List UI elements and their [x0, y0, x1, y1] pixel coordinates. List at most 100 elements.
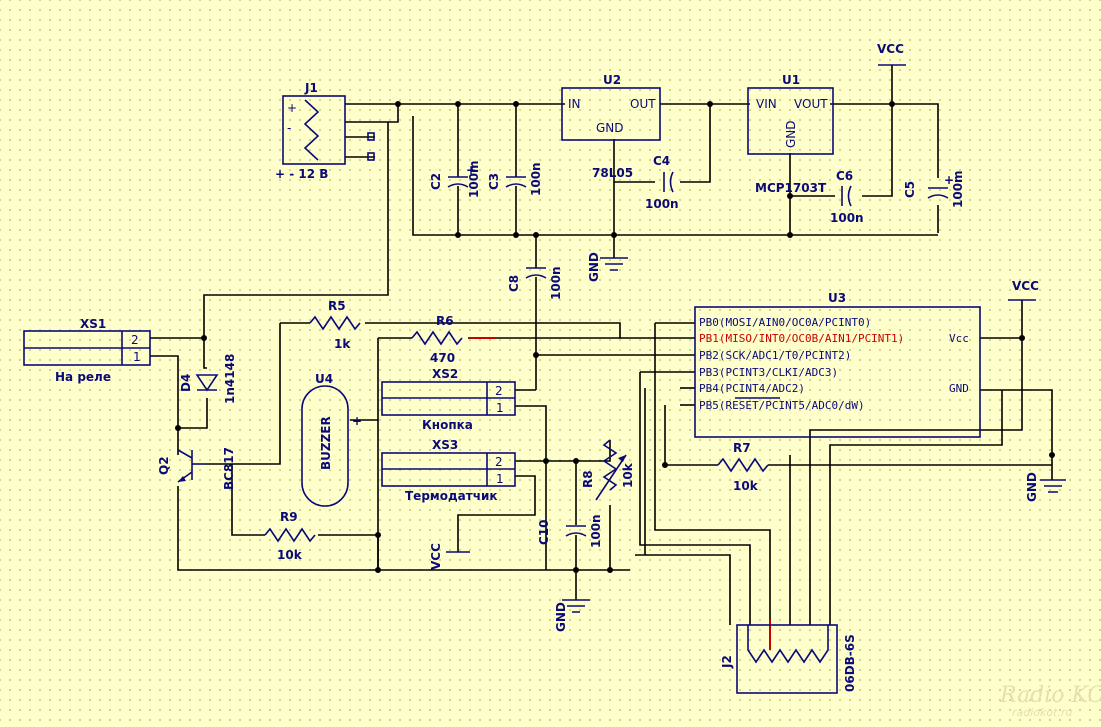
regulator-u1: U1 VIN VOUT GND MCP1703T: [747, 73, 834, 195]
r9-value: 10k: [277, 548, 303, 562]
svg-text:-: -: [287, 121, 291, 135]
xs1-pin2: 2: [131, 333, 139, 347]
u1-gnd-pin: GND: [784, 120, 798, 148]
c3-ref: C3: [487, 173, 501, 190]
u1-vin-pin: VIN: [756, 97, 777, 111]
d4-ref: D4: [179, 374, 193, 392]
gnd-label-center: GND: [587, 252, 601, 282]
c4-value: 100n: [645, 197, 679, 211]
svg-text:+: +: [466, 163, 476, 177]
c5-value: 100m: [951, 170, 965, 208]
u3-pin-pb1: PB1(MISO/INT0/OC0B/AIN1/PCINT1): [699, 332, 904, 345]
u3-gnd-pin: GND: [949, 382, 969, 395]
mcu-u3: U3 PB0(MOSI/AIN0/OC0A/PCINT0) PB1(MISO/I…: [694, 291, 981, 438]
c4-ref: C4: [653, 154, 670, 168]
xs3-pin1: 1: [496, 472, 504, 486]
c6-value: 100n: [830, 211, 864, 225]
r5-value: 1k: [334, 337, 351, 351]
xs2-pin2: 2: [495, 384, 503, 398]
u1-ref: U1: [782, 73, 800, 87]
capacitor-c4: C4 100n: [645, 154, 679, 211]
resistor-r7: R7 10k: [717, 441, 769, 493]
c3-value: 100n: [529, 162, 543, 196]
vcc-label-right: VCC: [1012, 279, 1039, 293]
xs2-label: Кнопка: [422, 418, 473, 432]
u2-gnd-pin: GND: [596, 121, 624, 135]
j2-ref: J2: [720, 655, 734, 669]
q2-ref: Q2: [157, 456, 171, 475]
connector-j1: + - J1 + - 12 В: [275, 81, 375, 181]
vcc-label-top: VCC: [877, 42, 904, 56]
u3-pin-pb3: PB3(PCINT3/CLKI/ADC3): [699, 366, 838, 379]
resistor-r9: R9 10k: [264, 510, 316, 562]
u3-vcc-pin: Vcc: [949, 332, 969, 345]
u3-pin-pb5: PB5(RESET/PCINT5/ADC0/dW): [699, 399, 865, 412]
capacitor-c2: + C2 100m: [429, 160, 481, 198]
svg-text:+: +: [944, 173, 954, 187]
c5-ref: C5: [903, 181, 917, 198]
watermark-title: Radio KOT: [999, 683, 1101, 708]
r7-value: 10k: [733, 479, 759, 493]
u2-out-pin: OUT: [630, 97, 656, 111]
xs1-pin1: 1: [133, 350, 141, 364]
vcc-label-bottom: VCC: [429, 543, 443, 570]
u1-vout-pin: VOUT: [794, 97, 828, 111]
resistor-r6: R6 470: [411, 314, 463, 365]
c6-ref: C6: [836, 169, 853, 183]
connector-xs1: XS1 2 1 На реле: [23, 317, 151, 384]
c2-ref: C2: [429, 173, 443, 190]
watermark-logo: Radio KOT radiokot.ru: [999, 683, 1101, 719]
u2-in-pin: IN: [568, 97, 581, 111]
r8-ref: R8: [581, 470, 595, 488]
regulator-u2: U2 IN OUT GND 78L05: [561, 73, 661, 180]
d4-value: 1n4148: [223, 354, 237, 404]
u4-plus: +: [352, 414, 362, 428]
c8-ref: C8: [507, 275, 521, 292]
u3-pin-pb2: PB2(SCK/ADC1/T0/PCINT2): [699, 349, 851, 362]
transistor-q2: Q2 BC817: [157, 447, 236, 490]
q2-value: BC817: [222, 447, 236, 490]
r9-ref: R9: [280, 510, 298, 524]
xs3-label: Термодатчик: [405, 489, 498, 503]
xs2-ref: XS2: [432, 367, 458, 381]
capacitor-c8: C8 100n: [507, 266, 563, 300]
u4-label: BUZZER: [319, 416, 333, 470]
connector-xs3: XS3 2 1 Термодатчик: [381, 438, 516, 503]
u3-pin-pb0: PB0(MOSI/AIN0/OC0A/PCINT0): [699, 316, 871, 329]
svg-text:+: +: [287, 101, 297, 115]
junctions: [175, 101, 1055, 573]
buzzer-u4: U4 BUZZER +: [301, 372, 362, 507]
connector-j2: J2 06DB-6S: [720, 624, 857, 694]
xs2-pin1: 1: [496, 401, 504, 415]
xs1-ref: XS1: [80, 317, 106, 331]
c10-ref: C10: [537, 519, 551, 545]
c8-value: 100n: [549, 266, 563, 300]
j1-pins-label: + - 12 В: [275, 167, 328, 181]
diode-d4: D4 1n4148: [179, 354, 237, 404]
u1-part: MCP1703T: [755, 181, 827, 195]
resistor-r8: R8 10k: [581, 439, 635, 501]
u2-ref: U2: [603, 73, 621, 87]
power-symbols: VCC VCC VCC GND GND GND: [429, 42, 1066, 632]
gnd-label-right: GND: [1025, 472, 1039, 502]
capacitor-c6: C6 100n: [830, 169, 864, 225]
gnd-label-bottom: GND: [554, 602, 568, 632]
connector-xs2: XS2 2 1 Кнопка: [381, 367, 516, 432]
r8-value: 10k: [621, 462, 635, 488]
j1-ref: J1: [304, 81, 318, 95]
capacitor-c3: C3 100n: [487, 162, 543, 196]
r6-value: 470: [430, 351, 455, 365]
c2-value: 100m: [467, 160, 481, 198]
r7-ref: R7: [733, 441, 751, 455]
c10-value: 100n: [589, 514, 603, 548]
j2-part: 06DB-6S: [843, 634, 857, 692]
resistor-r5: R5 1k: [309, 299, 361, 351]
xs1-label: На реле: [55, 370, 111, 384]
capacitor-c5: + C5 100m: [903, 170, 965, 208]
u3-pin-pb4: PB4(PCINT4/ADC2): [699, 382, 805, 395]
u3-ref: U3: [828, 291, 846, 305]
u4-ref: U4: [315, 372, 333, 386]
xs3-pin2: 2: [495, 455, 503, 469]
